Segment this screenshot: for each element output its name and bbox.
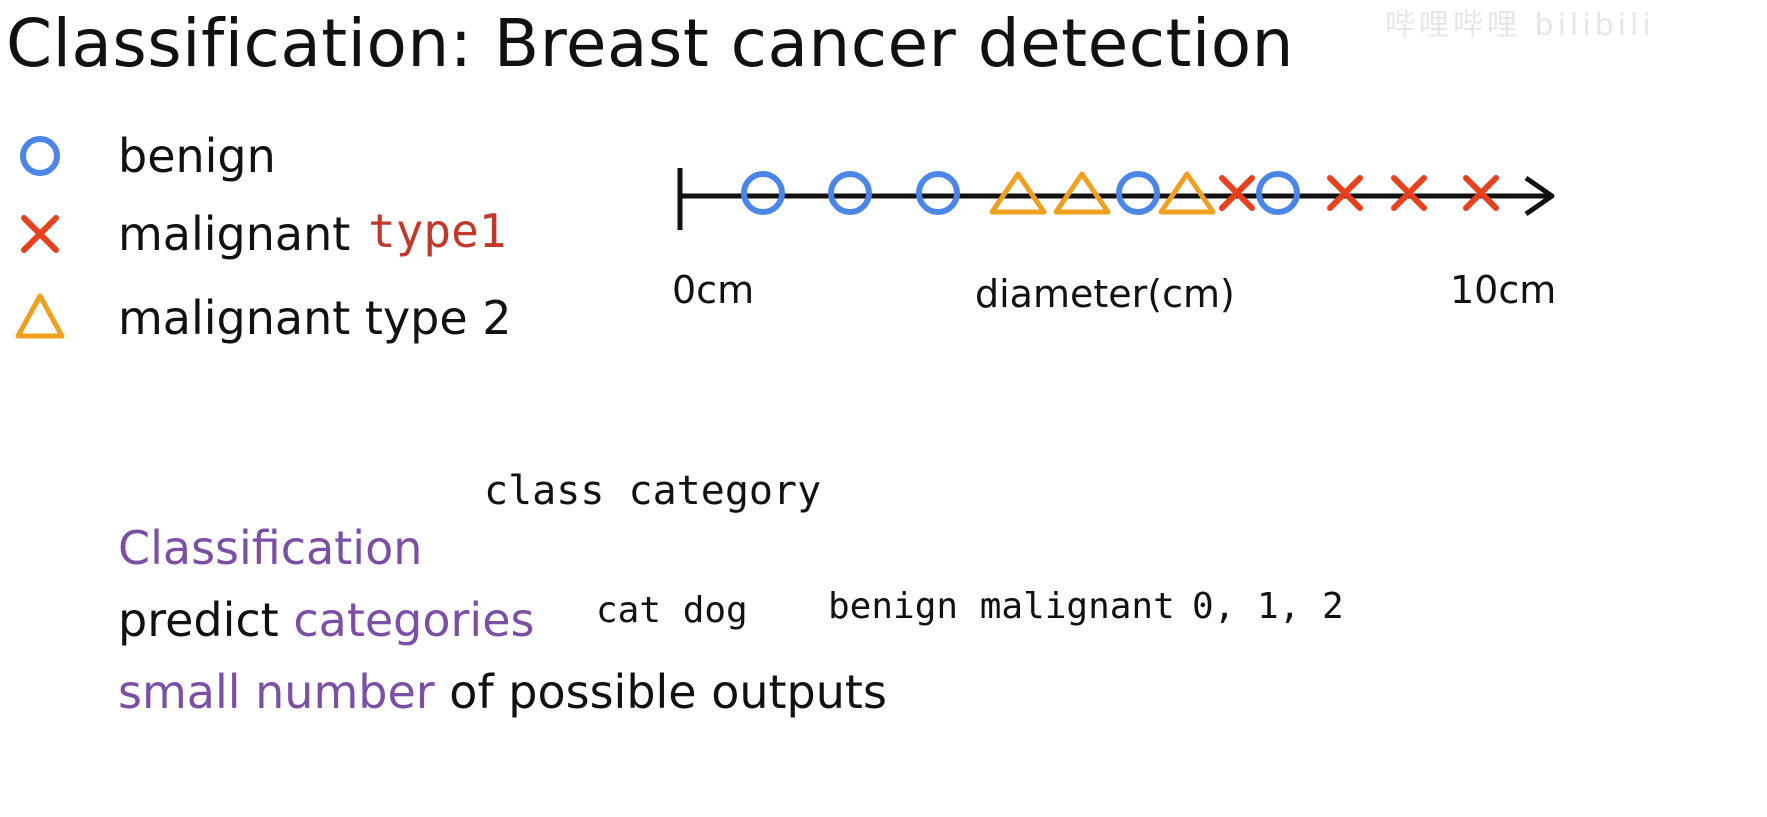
malignant-type2-point: [1053, 171, 1111, 215]
benign-point: [828, 171, 872, 215]
axis-title: diameter(cm): [975, 272, 1235, 316]
small-number-line: small number of possible outputs: [118, 664, 887, 720]
benign-point: [916, 171, 960, 215]
handwritten-example-benign-malignant: benign malignant: [828, 586, 1175, 627]
predict-prefix: predict: [118, 593, 294, 647]
page-title: Classification: Breast cancer detection: [6, 5, 1294, 82]
benign-point: [741, 171, 785, 215]
malignant-type2-point: [1158, 171, 1216, 215]
benign-point: [1116, 171, 1160, 215]
small-number-suffix: of possible outputs: [434, 665, 887, 719]
malignant-type1-point: [1327, 175, 1363, 211]
handwritten-example-numbers: 0, 1, 2: [1192, 586, 1344, 627]
malignant-type1-point: [1219, 175, 1255, 211]
malignant-cross-icon: [21, 215, 59, 253]
predict-categories-line: predict categories: [118, 592, 534, 648]
axis-arrowhead: [1524, 175, 1555, 217]
handwritten-example-cat-dog: cat dog: [596, 590, 748, 631]
legend-benign-label: benign: [118, 129, 276, 183]
legend-malignant-type2-label: malignant type 2: [118, 291, 512, 345]
handwritten-type1: type1: [368, 204, 507, 258]
malignant-type1-point: [1463, 175, 1499, 211]
benign-circle-icon: [20, 136, 60, 176]
diameter-number-line: [677, 168, 1555, 230]
watermark: 哔哩哔哩 bilibili: [1385, 8, 1655, 43]
legend-malignant-type1-label: malignant: [118, 207, 351, 261]
categories-highlight: categories: [293, 593, 535, 647]
small-number-highlight: small number: [118, 665, 435, 719]
axis-max-label: 10cm: [1450, 268, 1557, 312]
axis-min-label: 0cm: [672, 268, 755, 312]
malignant-type2-triangle-icon: [15, 293, 65, 339]
classification-heading: Classification: [118, 521, 423, 575]
malignant-type1-point: [1391, 175, 1427, 211]
malignant-type2-point: [989, 171, 1047, 215]
handwritten-class-category: class category: [484, 468, 822, 514]
benign-point: [1256, 171, 1300, 215]
